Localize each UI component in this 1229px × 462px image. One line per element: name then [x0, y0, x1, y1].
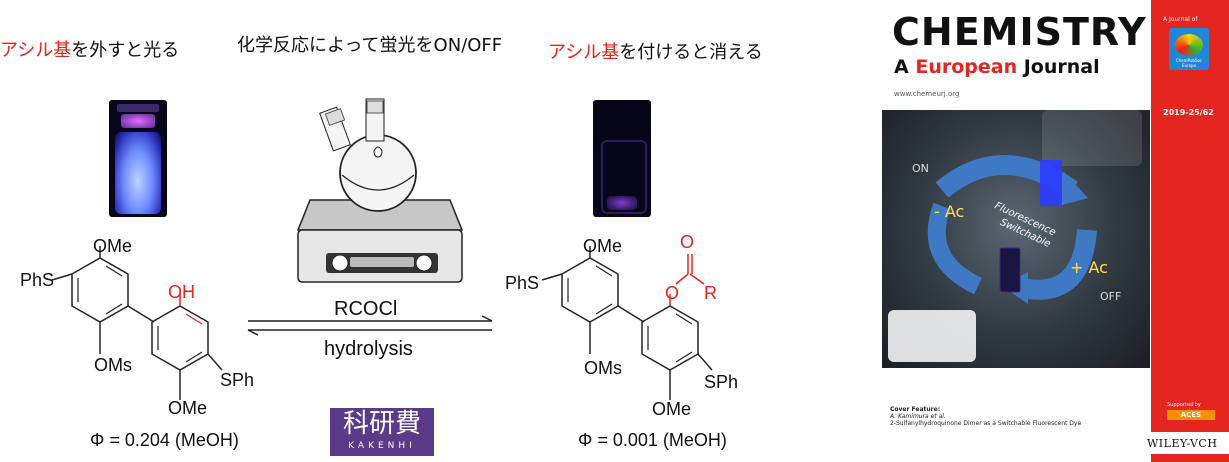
cover-off-label: OFF	[1100, 290, 1122, 303]
left-sph: SPh	[220, 370, 255, 390]
cover-on-label: ON	[912, 162, 929, 175]
right-phs: PhS	[505, 273, 540, 293]
left-title-acyl: アシル基	[0, 40, 72, 61]
cover-title-european: European	[915, 56, 1018, 78]
non-fluorescent-vial-photo	[593, 100, 651, 217]
left-ome-top: OMe	[93, 236, 133, 256]
left-phs: PhS	[20, 270, 55, 290]
publisher-box: WILEY-VCH	[1143, 432, 1229, 454]
kakenhi-romaji: KAKENHI	[348, 441, 416, 451]
left-title-rest: を外すと光る	[71, 40, 180, 61]
right-ome-top: OMe	[583, 236, 623, 256]
right-sph: SPh	[704, 372, 739, 392]
right-oms: OMs	[584, 358, 622, 378]
right-title: アシル基を付けると消える	[548, 38, 763, 64]
publisher-name: WILEY-VCH	[1147, 437, 1218, 450]
right-title-rest: を付けると消える	[619, 42, 763, 63]
left-title: アシル基を外すと光る	[0, 36, 179, 62]
cover-feature-author: A. Kamimura et al.	[890, 413, 946, 420]
left-oh: OH	[168, 282, 195, 302]
chempubsoc-logo: ChemPubSoc Europe	[1169, 28, 1209, 70]
right-r-group: R	[704, 283, 717, 303]
cover-red-band: A Journal of ChemPubSoc Europe 2019-25/6…	[1151, 0, 1229, 462]
right-molecule-structure	[541, 246, 713, 400]
aces-logo: ACES	[1167, 410, 1215, 420]
equilibrium-arrows	[247, 315, 493, 336]
left-oms: OMs	[94, 355, 132, 375]
cover-plus-ac: + Ac	[1070, 258, 1108, 277]
cover-title-journal: Journal	[1023, 56, 1100, 78]
cover-title-a: A	[894, 56, 909, 78]
fluorescent-vial-photo	[109, 100, 167, 217]
cover-minus-ac: - Ac	[934, 202, 965, 221]
cover-feature-heading: Cover Feature:	[890, 406, 941, 413]
flask-on-hotplate-illustration	[296, 98, 464, 283]
left-ome-bottom: OMe	[168, 398, 208, 418]
cover-supported-by: Supported by	[1167, 402, 1201, 408]
left-quantum-yield: Φ = 0.204 (MeOH)	[90, 430, 239, 450]
cover-url: www.chemeurj.org	[894, 90, 960, 98]
cover-issue: 2019-25/62	[1163, 108, 1214, 117]
forward-reagent-label: RCOCl	[334, 298, 398, 320]
left-molecule-structure	[51, 246, 223, 400]
right-o-carbonyl: O	[680, 232, 695, 252]
right-o-ester: O	[665, 283, 680, 303]
kakenhi-kanji: 科研費	[342, 409, 421, 439]
cover-feature-title: 2-Sulfanylhydroquinone Dimer as a Switch…	[890, 420, 1082, 427]
cover-title-line1: CHEMISTRY	[892, 10, 1147, 54]
right-title-acyl: アシル基	[548, 42, 620, 63]
cover-cycle-arrows	[888, 110, 1142, 362]
center-title: 化学反応によって蛍光をON/OFF	[237, 35, 503, 56]
cover-feature-block: Cover Feature: A. Kamimura et al. 2-Sulf…	[890, 406, 1081, 427]
kakenhi-logo: 科研費 KAKENHI	[330, 408, 434, 456]
reverse-process-label: hydrolysis	[324, 338, 413, 360]
chempubsoc-text: ChemPubSoc Europe	[1175, 58, 1203, 68]
right-quantum-yield: Φ = 0.001 (MeOH)	[578, 430, 727, 450]
cover-journal-of: A Journal of	[1163, 16, 1198, 23]
cover-title-line2: A European Journal	[894, 56, 1100, 78]
right-ome-bottom: OMe	[652, 399, 692, 419]
cover-artwork: ON OFF - Ac + Ac Fluorescence Switchable	[882, 110, 1150, 368]
